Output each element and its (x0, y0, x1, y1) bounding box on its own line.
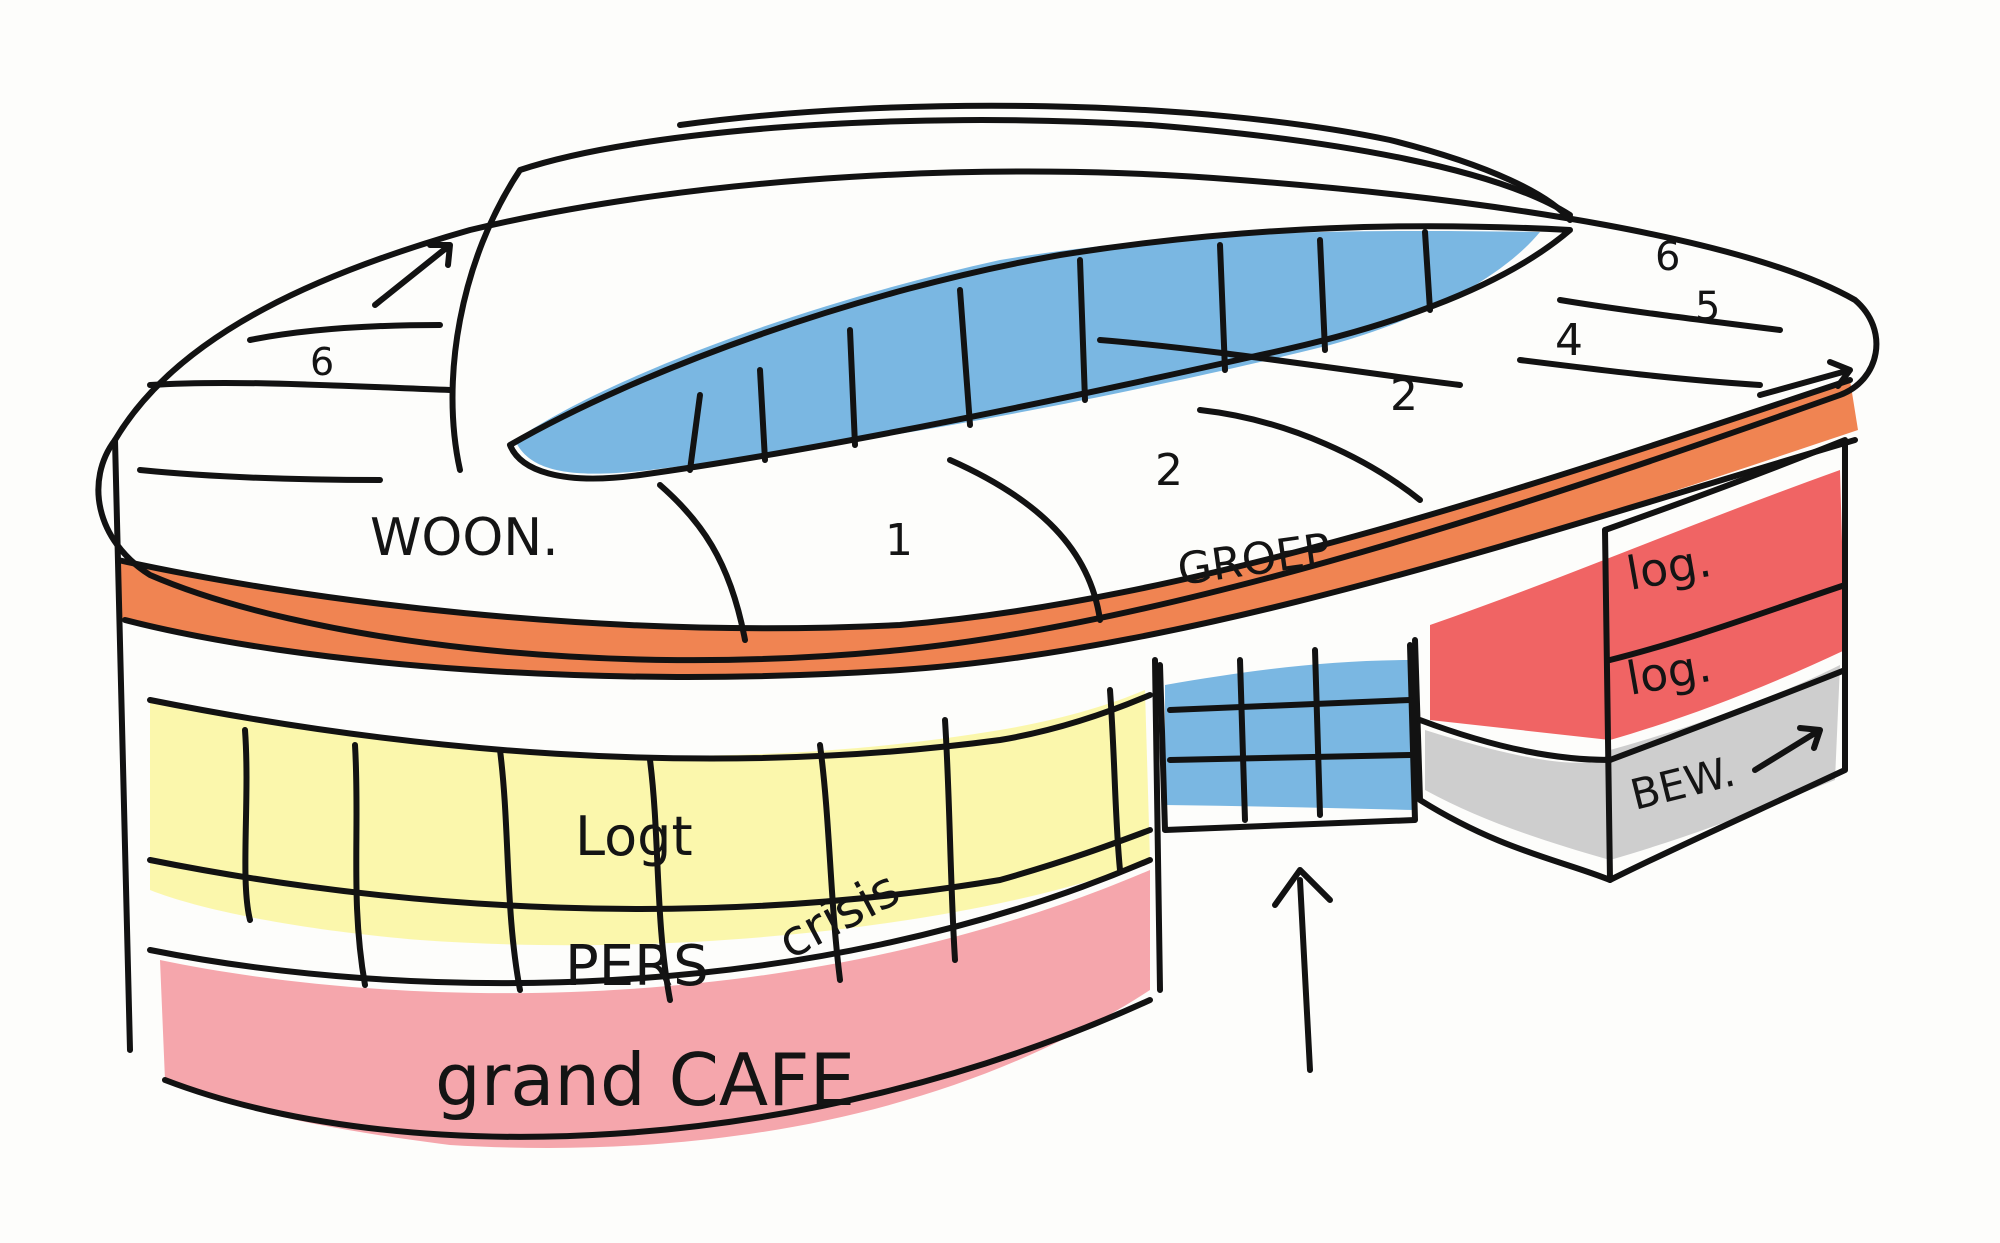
labels: WOON. GROEP Logt PERS crisis grand CAFE … (310, 234, 1740, 1122)
skylight-mullion (1317, 237, 1328, 353)
skylight-outline (507, 223, 1573, 482)
drum-right-edge (1152, 657, 1163, 993)
roof-contour-2 (147, 379, 453, 393)
roof-contour-6 (1517, 357, 1763, 388)
skylight-mullion (1217, 242, 1228, 373)
roof-division (657, 482, 748, 643)
skylight-mullion (957, 287, 973, 428)
label-logt: Logt (575, 805, 693, 868)
roof-contour-4 (1097, 337, 1463, 388)
skylight-mullion (1077, 257, 1088, 403)
entrance-mullion (1237, 657, 1248, 823)
label-floor-4: 4 (1555, 315, 1583, 366)
arch-shell (449, 117, 1573, 473)
label-floor-2a: 2 (1155, 445, 1183, 496)
roof-outline (95, 168, 1880, 664)
wing-mid (1417, 717, 1613, 763)
label-floor-6a: 6 (1655, 234, 1680, 280)
label-grand-cafe: grand CAFE (435, 1038, 855, 1122)
wing-floor (1607, 582, 1848, 663)
drum-mullion (647, 757, 673, 1003)
label-pers: PERS (565, 934, 709, 999)
drum-floor-line-2 (147, 857, 1153, 987)
label-floor-1: 1 (885, 515, 913, 566)
drum-band-top (115, 377, 1853, 632)
drum-mullion (817, 742, 843, 983)
label-floor-5: 5 (1695, 284, 1720, 330)
entrance-transom (1167, 752, 1413, 763)
drum-mullion (497, 747, 523, 993)
roof-contour-1 (247, 322, 443, 343)
skylight-mullion (1422, 229, 1433, 313)
drum-base (162, 997, 1153, 1140)
drum-mullion (352, 742, 368, 988)
entrance-glass-fill (1165, 660, 1415, 810)
entrance-arrow-head (1272, 867, 1333, 908)
drum-left-edge (112, 437, 133, 1053)
entrance-transom (1167, 697, 1413, 713)
entrance-mullion (1312, 647, 1323, 818)
label-floor-6b: 6 (310, 340, 334, 384)
entrance-arrow-shaft (1297, 877, 1313, 1073)
roof-division (1197, 407, 1423, 503)
pink-band-fill (160, 870, 1150, 1148)
roof-skylight-fill (515, 230, 1540, 474)
label-floor-2b: 2 (1390, 370, 1418, 421)
arch-shell-top (677, 102, 1573, 223)
roof-arrow (1757, 359, 1853, 398)
label-woon: WOON. (370, 508, 559, 568)
ink-linework (95, 102, 1880, 1140)
wing-front (1602, 437, 1848, 883)
drum-mullion (242, 727, 253, 923)
roof-contour-5 (1557, 297, 1783, 333)
drum-floor-line (147, 827, 1153, 912)
skylight-mullion (757, 367, 768, 463)
drum-band-mid (122, 437, 1858, 680)
wing-floor (1607, 667, 1848, 763)
drum-band-lower (147, 692, 1153, 762)
red-wing-fill (1430, 470, 1845, 740)
skylight-mullion (687, 392, 703, 473)
entrance-frame (1157, 642, 1418, 833)
roof-arrow (372, 242, 453, 308)
wing-frame (1412, 527, 1613, 883)
drum-mullion (942, 717, 958, 963)
drum-mullion (1107, 687, 1123, 873)
wing-arrow (1752, 725, 1823, 773)
roof-contour-3 (137, 467, 383, 483)
skylight-mullion (847, 327, 858, 448)
